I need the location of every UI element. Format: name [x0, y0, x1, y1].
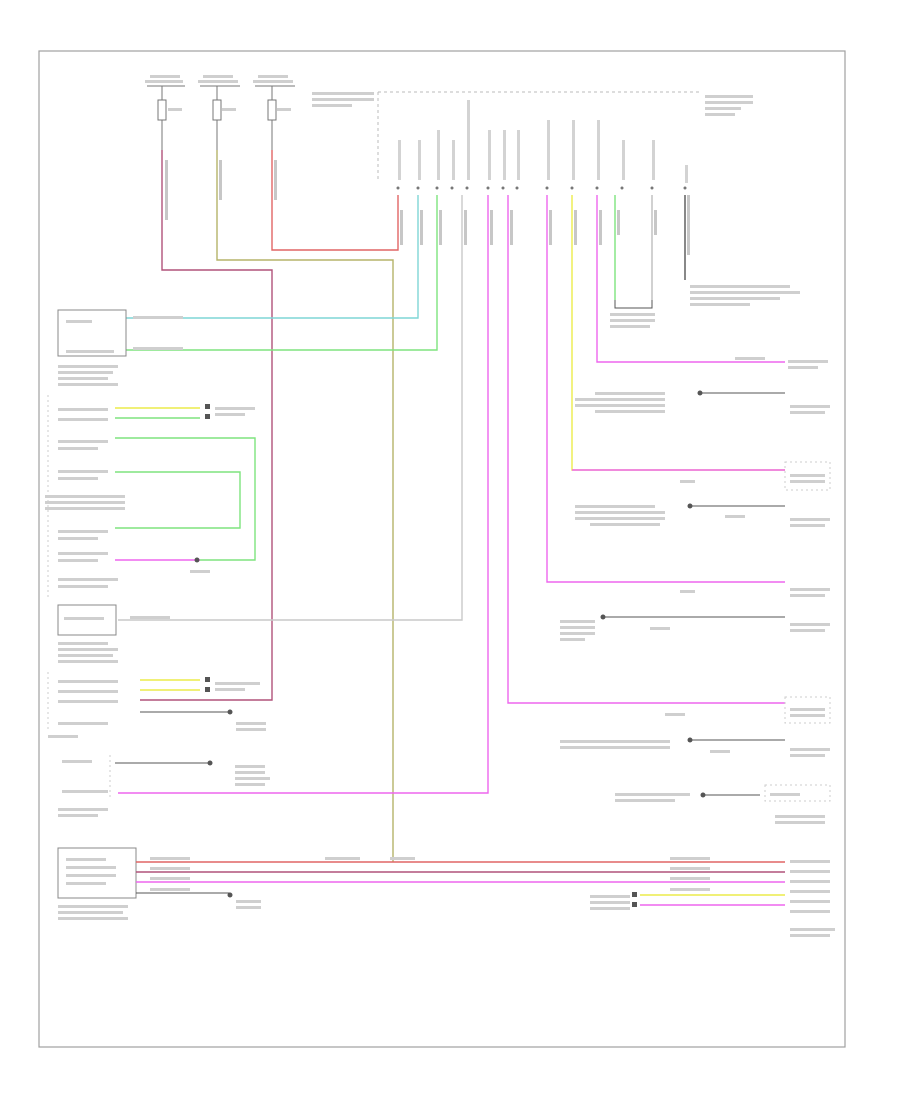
bottom-bus-labels — [150, 857, 835, 937]
wires — [118, 150, 785, 862]
bcm-pin-labels — [398, 100, 688, 183]
seat-module-connectors — [45, 395, 256, 600]
wire-labels — [165, 160, 690, 255]
bottom-bus-connectors — [632, 892, 637, 907]
bottom-bus — [136, 861, 785, 906]
fuse-group-top — [147, 85, 295, 150]
ignition-connectors — [47, 672, 266, 738]
switch-pack — [57, 847, 261, 920]
fuse-captions — [145, 75, 293, 111]
bcm-connector-pins — [396, 186, 687, 190]
sensor-module — [57, 309, 183, 386]
bcm-box — [312, 91, 753, 180]
right-components — [560, 285, 831, 824]
diagram-frame — [38, 50, 846, 1048]
brake-switch — [58, 755, 270, 817]
indicator-box — [57, 604, 170, 663]
